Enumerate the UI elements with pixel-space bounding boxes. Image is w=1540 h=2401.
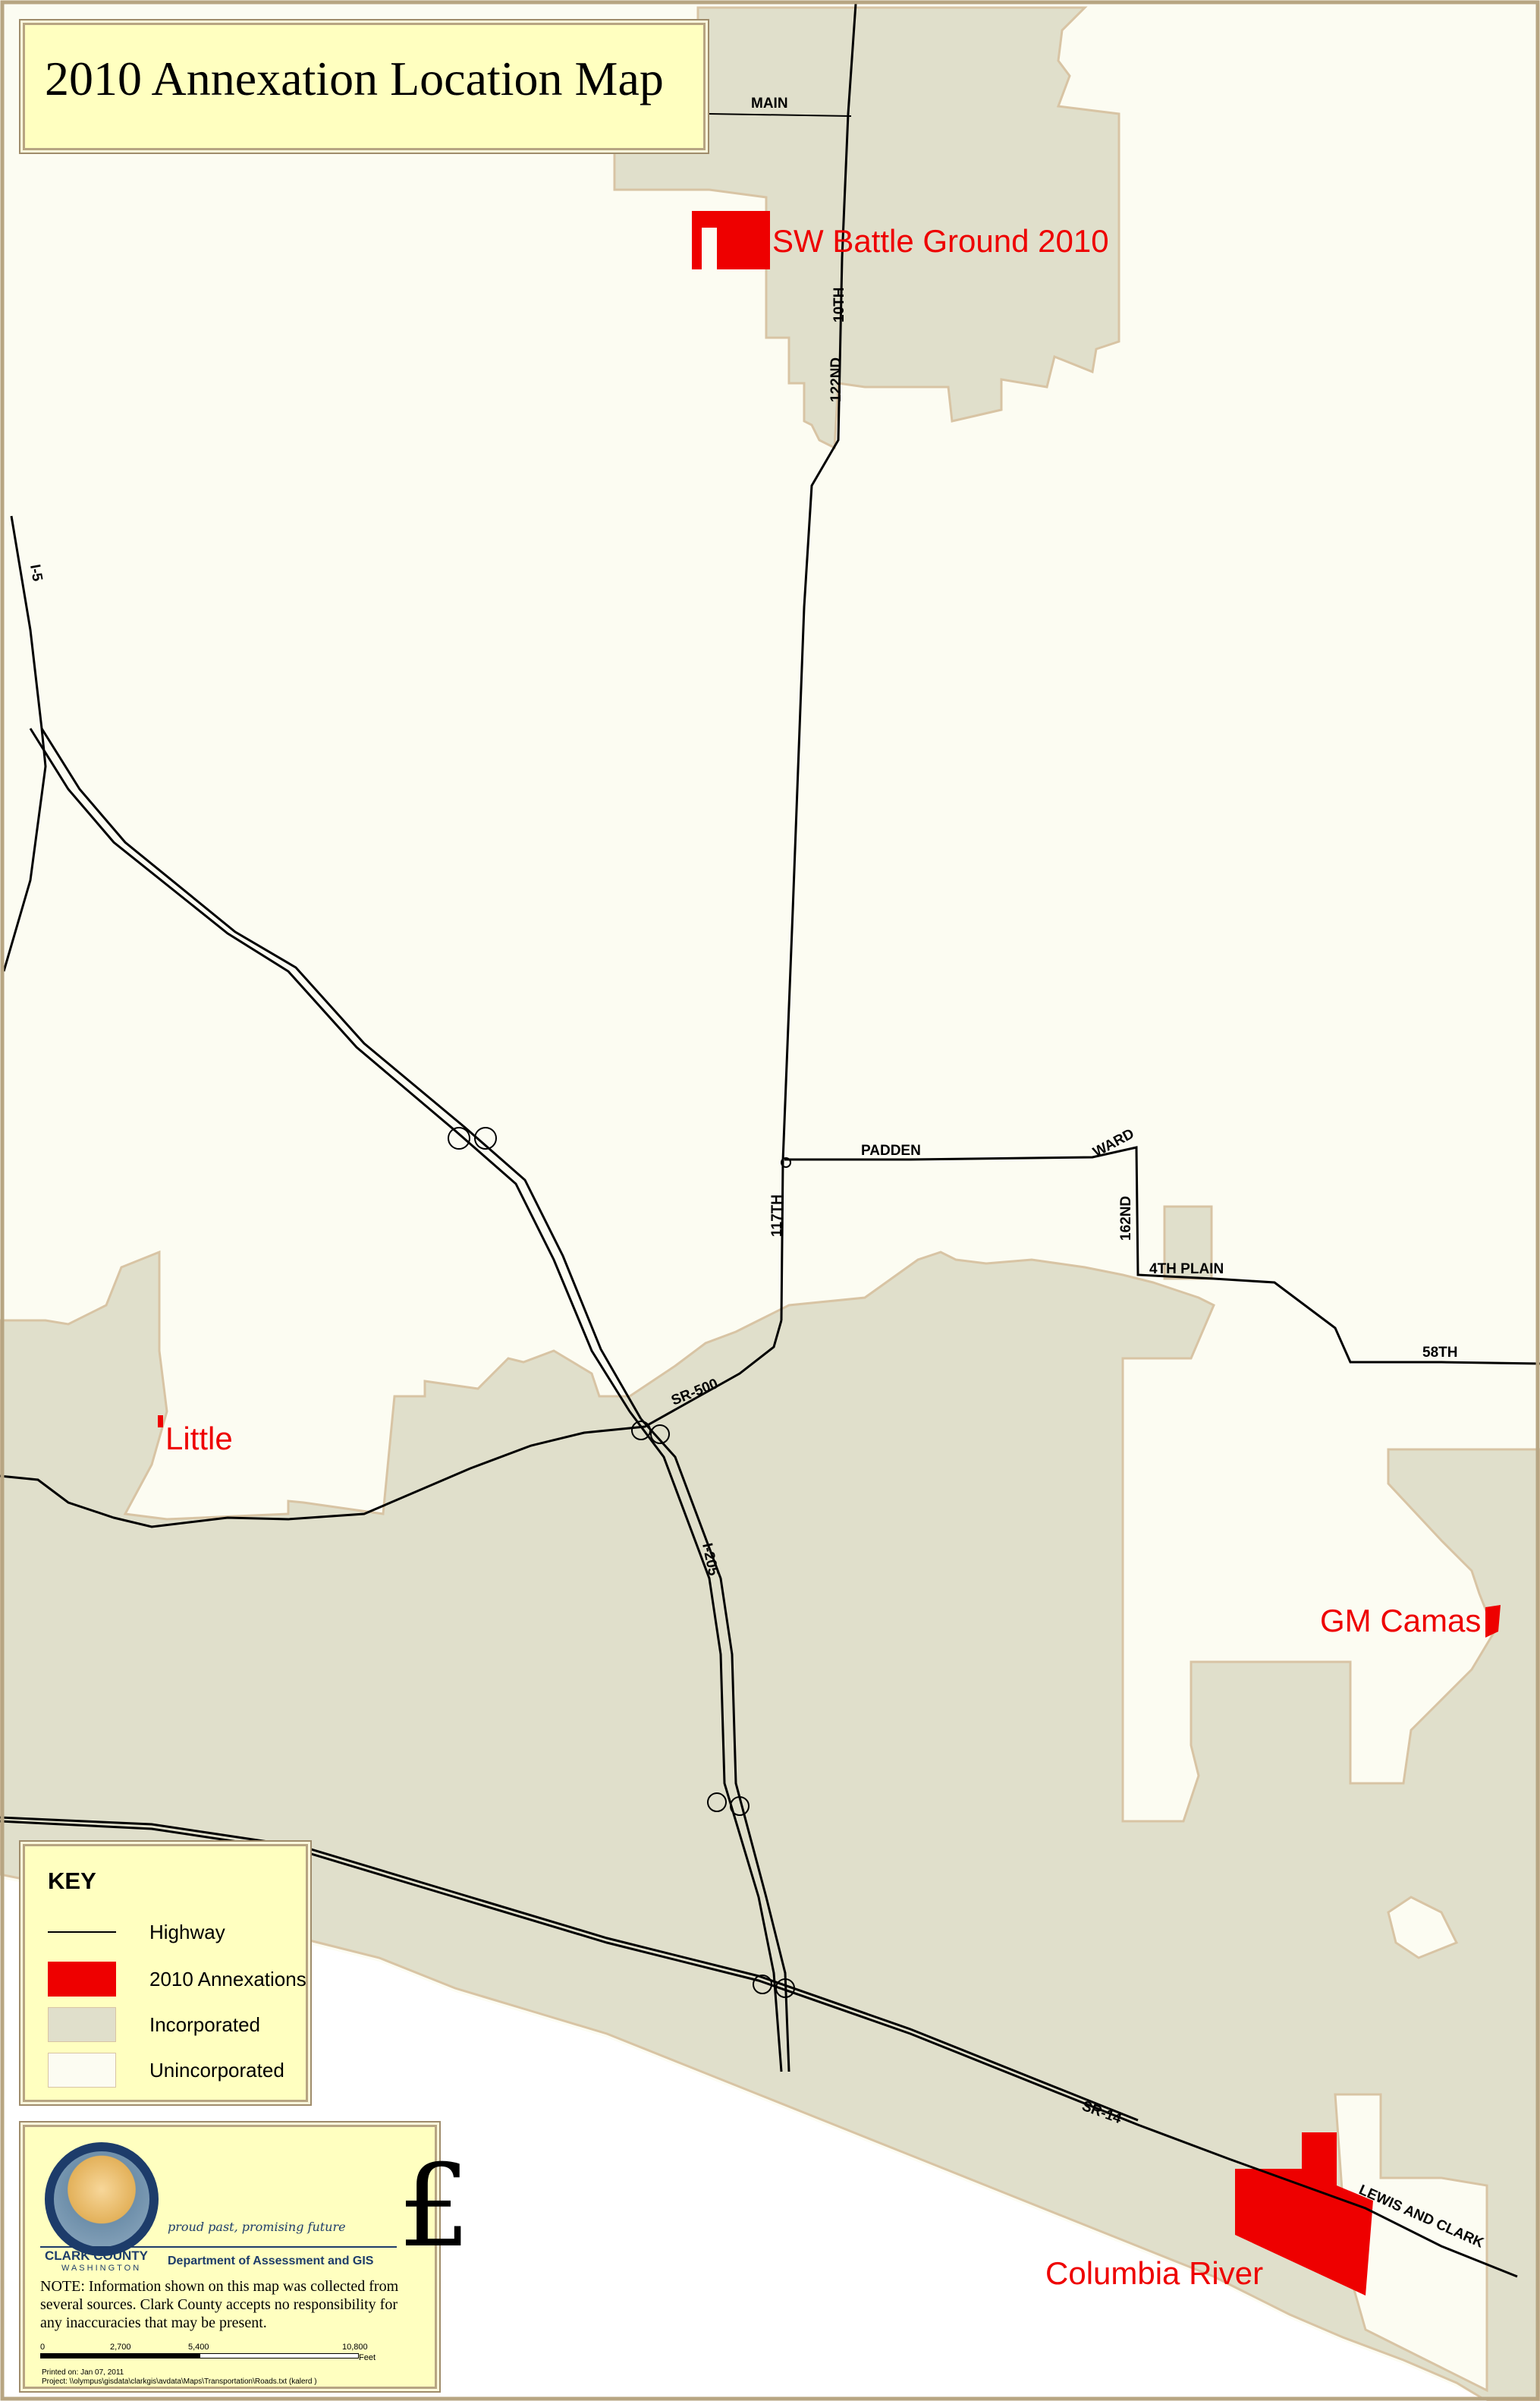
unincorporated-swatch	[48, 2053, 116, 2088]
department-name: Department of Assessment and GIS	[168, 2255, 374, 2267]
road-label-4th-plain: 4TH PLAIN	[1149, 1261, 1224, 1277]
scale-segment	[40, 2353, 200, 2359]
road-label-i5: I-5	[27, 563, 46, 583]
county-state: WASHINGTON	[61, 2264, 142, 2273]
key-label: Unincorporated	[149, 2059, 284, 2082]
annexation-swatch	[48, 1962, 116, 1997]
road-label-162nd: 162ND	[1118, 1196, 1134, 1241]
county-name: CLARK COUNTY	[45, 2248, 148, 2263]
label-little: Little	[165, 1421, 233, 1456]
map-key: KEY Highway 2010 Annexations Incorporate…	[23, 1844, 308, 2102]
key-label: Incorporated	[149, 2013, 260, 2036]
label-columbia-river: Columbia River	[1045, 2255, 1263, 2291]
highway-swatch	[48, 1915, 116, 1933]
unincorporated-pocket-east	[1387, 1896, 1459, 1959]
printed-date: Printed on: Jan 07, 2011	[42, 2368, 124, 2377]
scale-segment	[200, 2353, 359, 2359]
annexation-gm-camas	[1485, 1605, 1501, 1638]
road-main	[709, 113, 852, 117]
key-heading: KEY	[48, 1868, 96, 1894]
road-label-10th: 10TH	[831, 288, 847, 323]
project-path: Project: \\olympus\gisdata\clarkgis\avda…	[42, 2377, 317, 2386]
info-panel: proud past, promising future CLARK COUNT…	[23, 2125, 470, 2389]
north-arrow-icon: £	[398, 2141, 471, 2273]
scale-tick: 0	[40, 2343, 46, 2352]
annexation-sw-battle-ground	[692, 211, 770, 269]
road-label-117th: 117TH	[769, 1194, 785, 1237]
scale-unit: Feet	[359, 2353, 376, 2362]
title-panel: 2010 Annexation Location Map	[23, 23, 706, 150]
road-label-padden: PADDEN	[861, 1143, 921, 1159]
incorporated-north-stub	[1163, 1205, 1213, 1280]
key-label: 2010 Annexations	[149, 1968, 306, 1990]
key-label: Highway	[149, 1921, 225, 1943]
scale-tick: 2,700	[110, 2343, 131, 2352]
logo-divider	[40, 2246, 397, 2248]
label-sw-battle-ground: SW Battle Ground 2010	[772, 223, 1109, 259]
interchanges	[448, 1127, 795, 1998]
county-slogan: proud past, promising future	[168, 2220, 346, 2234]
scale-tick: 10,800	[342, 2343, 368, 2352]
county-seal-icon	[45, 2142, 159, 2256]
scale-bar: 0 2,700 5,400 10,800 Feet	[40, 2343, 397, 2365]
label-gm-camas: GM Camas	[1320, 1603, 1481, 1638]
incorporated-swatch	[48, 2007, 116, 2042]
annexation-little	[158, 1415, 163, 1427]
incorporated-vancouver	[0, 1250, 1540, 2401]
disclaimer-note: NOTE: Information shown on this map was …	[40, 2278, 399, 2331]
road-label-main: MAIN	[751, 96, 788, 112]
road-label-58th: 58TH	[1422, 1345, 1457, 1361]
map-title: 2010 Annexation Location Map	[45, 52, 664, 105]
highway-network	[0, 3, 1540, 2278]
print-info: Printed on: Jan 07, 2011 Project: \\olym…	[42, 2368, 317, 2387]
road-label-122nd: 122ND	[828, 357, 844, 402]
scale-tick: 5,400	[188, 2343, 209, 2352]
